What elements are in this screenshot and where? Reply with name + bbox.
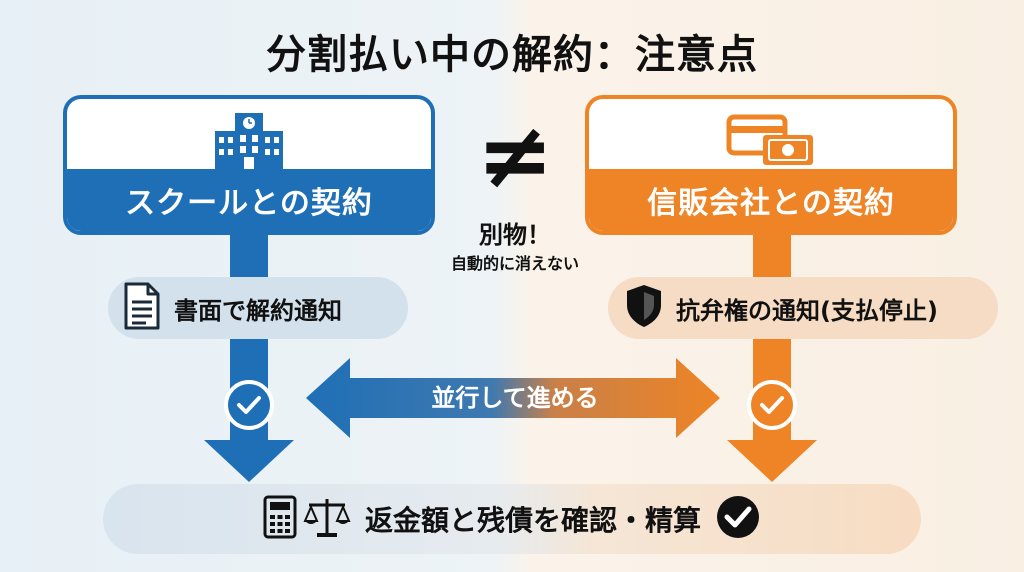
shield-icon bbox=[624, 283, 664, 333]
written-notice-label: 書面で解約通知 bbox=[174, 296, 342, 325]
school-contract-label: スクールとの契約 bbox=[67, 169, 431, 231]
check-circle-icon bbox=[715, 494, 761, 544]
parallel-label: 並行して進める bbox=[431, 384, 599, 412]
school-building-icon bbox=[207, 109, 291, 175]
page-title: 分割払い中の解約：注意点 bbox=[266, 32, 758, 78]
defense-notice-label: 抗弁権の通知(支払停止) bbox=[676, 296, 938, 325]
document-icon bbox=[122, 282, 162, 334]
left-check-icon bbox=[224, 380, 274, 430]
right-check-icon bbox=[747, 380, 797, 430]
written-notice-step: 書面で解約通知 bbox=[108, 277, 408, 339]
school-contract-card: スクールとの契約 bbox=[63, 95, 435, 235]
calculator-icon bbox=[263, 495, 297, 543]
right-down-arrow bbox=[727, 232, 817, 482]
defense-notice-step: 抗弁権の通知(支払停止) bbox=[608, 277, 998, 339]
credit-contract-label: 信販会社との契約 bbox=[589, 169, 953, 231]
separate-label: 別物！ bbox=[479, 221, 551, 249]
scales-icon bbox=[303, 495, 351, 543]
separate-sublabel: 自動的に消えない bbox=[450, 254, 579, 273]
credit-contract-card: 信販会社との契約 bbox=[585, 95, 957, 235]
not-equal-sign: ≠ bbox=[476, 102, 554, 209]
settlement-label: 返金額と残債を確認・精算 bbox=[364, 504, 701, 537]
credit-card-cash-icon bbox=[723, 109, 819, 175]
settlement-step: 返金額と残債を確認・精算 bbox=[103, 484, 921, 554]
parallel-double-arrow bbox=[306, 358, 720, 438]
left-down-arrow bbox=[204, 232, 294, 482]
